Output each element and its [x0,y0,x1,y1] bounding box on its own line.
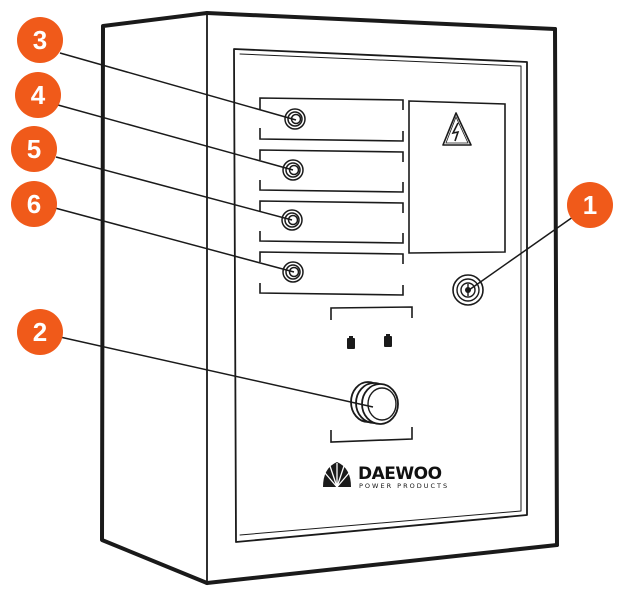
leader-line-2 [59,336,374,408]
brand-name: DAEWOO [358,464,442,484]
leader-line-6 [54,207,295,273]
lamp-frame-3 [259,200,404,244]
callout-badge-4: 4 [15,72,61,118]
status-led-left [347,338,355,349]
callout-badge-1: 1 [567,182,613,228]
callout-badge-6: 6 [11,181,57,227]
switch-frame-top [330,306,413,320]
enclosure-side [100,11,209,585]
daewoo-fan-icon [323,462,351,488]
leader-line-5 [55,156,293,221]
switch-frame-bottom [330,427,413,443]
enclosure-right [553,27,559,547]
leader-line-1 [468,211,581,291]
svg-text:3: 3 [33,25,47,55]
svg-text:6: 6 [27,189,41,219]
door-panel [233,48,528,543]
brand-subtitle: POWER PRODUCTS [359,482,449,490]
main-knob[interactable] [350,381,399,425]
enclosure-top [205,11,557,31]
status-led-right [384,336,392,347]
leader-line-3 [59,52,297,121]
high-voltage-warning-icon [442,112,472,146]
status-leds [347,334,392,349]
lamp-frame-4 [259,251,404,296]
leader-line-4 [57,104,294,171]
lamp-frame-1 [259,97,404,142]
callout-badge-2: 2 [17,309,63,355]
enclosure-bottom [205,543,559,585]
door-bevel [239,53,522,536]
svg-text:2: 2 [33,317,47,347]
callout-badge-5: 5 [11,126,57,172]
lamp-frame-2 [259,149,404,193]
svg-text:5: 5 [27,134,41,164]
key-lock[interactable] [452,274,484,306]
callout-badge-3: 3 [17,17,63,63]
svg-text:4: 4 [31,80,46,110]
warning-label-panel [408,100,506,254]
brand-logo: DAEWOO POWER PRODUCTS [323,462,449,490]
indicator-lamp-1[interactable] [284,108,306,130]
key-slot-icon [465,284,471,296]
svg-text:1: 1 [583,190,597,220]
enclosure [100,11,559,585]
